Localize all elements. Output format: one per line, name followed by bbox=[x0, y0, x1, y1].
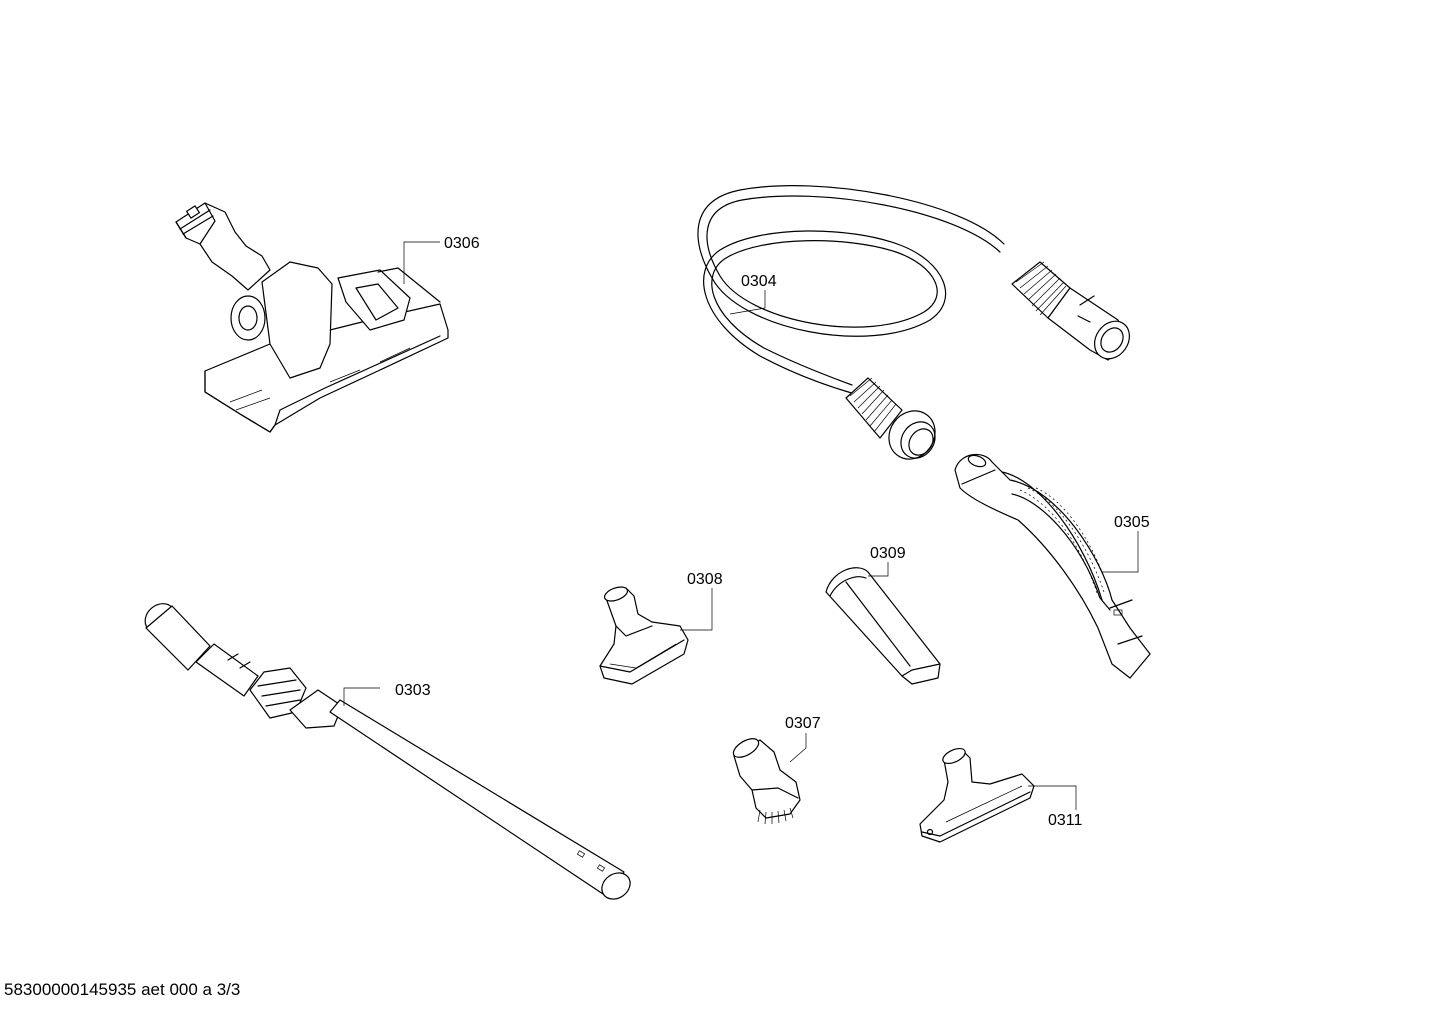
callout-0305: 0305 bbox=[1114, 514, 1150, 531]
callout-0306: 0306 bbox=[444, 235, 480, 252]
upholstery-nozzle-large-illustration bbox=[919, 747, 1035, 843]
callout-0309: 0309 bbox=[870, 545, 906, 562]
callout-0303: 0303 bbox=[395, 682, 431, 699]
leader-0304 bbox=[729, 290, 766, 315]
leader-0308 bbox=[680, 588, 713, 631]
leader-0311 bbox=[1028, 785, 1077, 810]
callout-0304: 0304 bbox=[741, 273, 777, 290]
leader-0303 bbox=[343, 687, 380, 706]
callout-labels: 0306 0304 0305 0309 0308 0303 0307 0311 bbox=[395, 235, 1150, 829]
suction-hose-illustration bbox=[697, 185, 1131, 460]
leader-0307 bbox=[789, 733, 807, 763]
leader-0305 bbox=[1102, 531, 1139, 573]
hose-handle-illustration bbox=[954, 453, 1151, 679]
leader-0306 bbox=[403, 241, 440, 284]
callout-0311: 0311 bbox=[1048, 812, 1083, 829]
callout-0307: 0307 bbox=[785, 715, 821, 732]
crevice-tool-illustration bbox=[825, 567, 941, 685]
dusting-brush-illustration bbox=[732, 738, 801, 825]
leader-0309 bbox=[868, 562, 889, 577]
telescopic-tube-illustration bbox=[144, 603, 631, 900]
leader-lines bbox=[343, 241, 1139, 810]
upholstery-nozzle-illustration bbox=[599, 586, 689, 685]
callout-0308: 0308 bbox=[687, 571, 723, 588]
floor-nozzle-illustration bbox=[175, 202, 449, 433]
document-footer-code: 58300000145935 aet 000 a 3/3 bbox=[4, 980, 241, 999]
